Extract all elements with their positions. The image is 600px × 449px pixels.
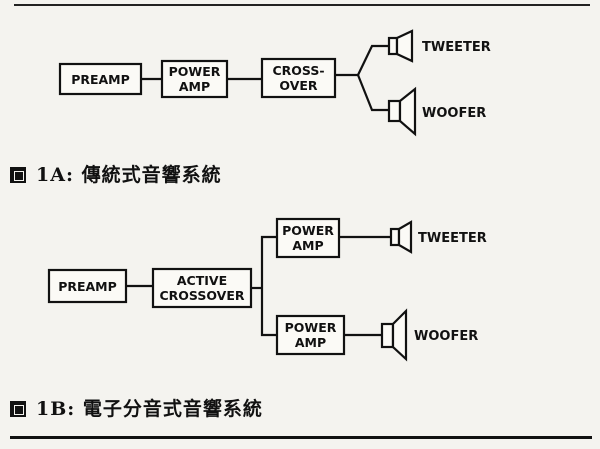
fig1b-power-amp-top-label-line1: POWER (282, 223, 334, 238)
fig1b-power-amp-bottom-box: POWER AMP (275, 314, 346, 356)
fig1b-power-amp-top-label-line2: AMP (292, 238, 323, 253)
fig1b-wire-to-bottom-amp (260, 288, 277, 337)
fig1a-crossover-label-line2: OVER (279, 78, 318, 93)
fig1a-preamp-box: PREAMP (58, 62, 143, 96)
bottom-rule (10, 436, 592, 439)
fig1b-wire-to-top-amp (260, 235, 277, 288)
fig1b-caption-text: 1B: 電子分音式音響系統 (36, 398, 263, 420)
fig1b-active-crossover-box: ACTIVE CROSSOVER (151, 267, 253, 309)
fig1a-preamp-label: PREAMP (71, 72, 130, 87)
fig1a-tweeter-label: TWEETER (422, 40, 491, 55)
figure-icon (10, 167, 26, 183)
figure-icon (10, 401, 26, 417)
fig1a-wire-tweeter (357, 44, 389, 76)
fig1b-active-crossover-label-line1: ACTIVE (177, 273, 227, 288)
fig1b-woofer-label: WOOFER (414, 329, 478, 344)
fig1a-caption: 1A: 傳統式音響系統 (10, 160, 222, 187)
fig1b-preamp-label: PREAMP (58, 279, 117, 294)
fig1a-power-amp-box: POWER AMP (160, 59, 229, 99)
fig1b-power-amp-bottom-label-line1: POWER (285, 320, 337, 335)
fig1a-diagram: PREAMP POWER AMP CROSS- OVER TWEETER (58, 29, 491, 137)
fig1b-power-amp-top-box: POWER AMP (275, 217, 341, 259)
fig1a-crossover-box: CROSS- OVER (260, 57, 337, 99)
fig1a-crossover-label-line1: CROSS- (272, 63, 324, 78)
fig1a-wire-woofer (356, 74, 389, 112)
fig1b-caption: 1B: 電子分音式音響系統 (10, 394, 263, 421)
fig1a-power-amp-label-line1: POWER (169, 64, 221, 79)
fig1b-diagram: PREAMP ACTIVE CROSSOVER POWER AMP POWER … (47, 217, 487, 362)
fig1a-power-amp-label-line2: AMP (179, 79, 210, 94)
fig1b-tweeter-label: TWEETER (418, 231, 487, 246)
fig1a-woofer-speaker-icon (387, 86, 417, 137)
fig1a-caption-text: 1A: 傳統式音響系統 (36, 164, 222, 186)
fig1a-woofer-label: WOOFER (422, 106, 486, 121)
fig1b-active-crossover-label-line2: CROSSOVER (160, 288, 245, 303)
top-rule (14, 4, 590, 6)
fig1b-woofer-speaker-icon (380, 308, 408, 362)
fig1b-preamp-box: PREAMP (47, 268, 128, 304)
fig1b-tweeter-speaker-icon (389, 220, 413, 254)
fig1a-tweeter-speaker-icon (387, 29, 414, 63)
fig1b-power-amp-bottom-label-line2: AMP (295, 335, 326, 350)
